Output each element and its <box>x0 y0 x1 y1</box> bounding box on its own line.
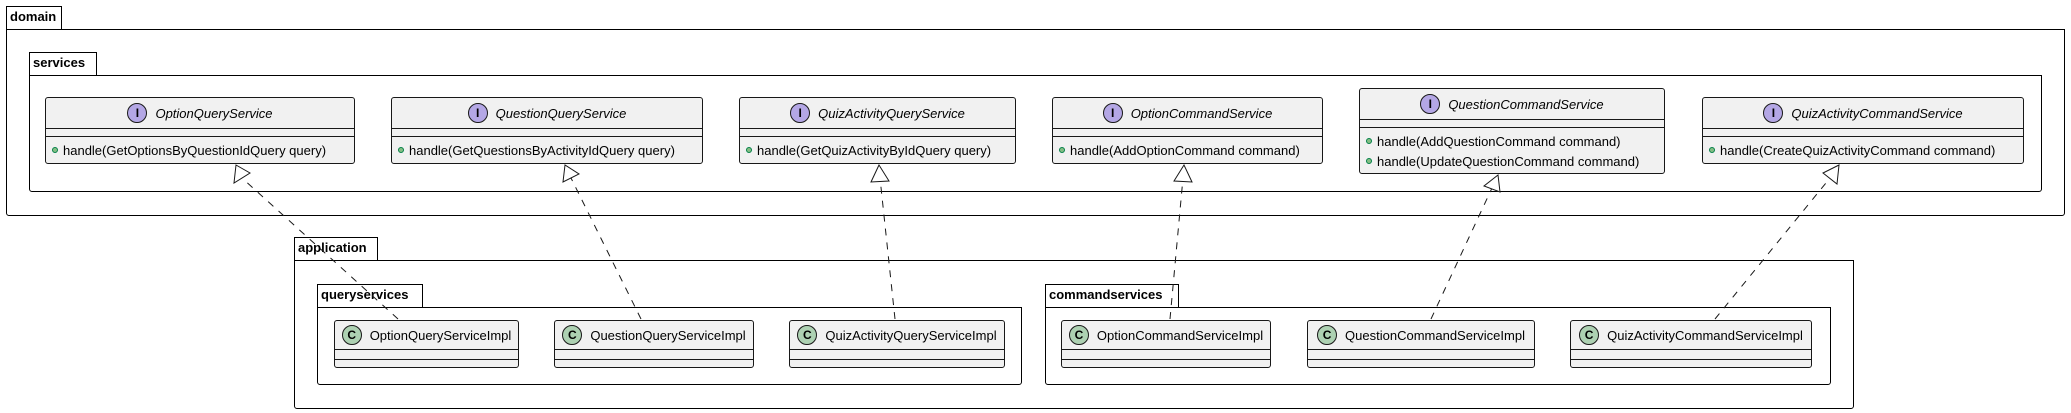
interface-icon: I <box>1102 103 1123 123</box>
fields-section <box>392 129 702 137</box>
method-signature: handle(GetOptionsByQuestionIdQuery query… <box>63 142 327 158</box>
method-row: handle(GetQuizActivityByIdQuery query) <box>746 140 1009 160</box>
method-signature: handle(GetQuizActivityByIdQuery query) <box>757 142 992 158</box>
fields-section <box>1053 129 1322 137</box>
interface-question-query-service[interactable]: I QuestionQueryService handle(GetQuestion… <box>391 97 703 164</box>
class-quiz-activity-command-service-impl[interactable]: C QuizActivityCommandServiceImpl <box>1570 320 1812 368</box>
method-signature: handle(AddQuestionCommand command) <box>1377 133 1621 149</box>
method-row: handle(UpdateQuestionCommand command) <box>1366 151 1658 171</box>
class-icon: C <box>1068 325 1089 345</box>
fields-section <box>1062 350 1270 360</box>
fields-section <box>1703 129 2023 137</box>
interface-name: QuizActivityCommandService <box>1791 105 1963 121</box>
interface-option-command-service[interactable]: I OptionCommandService handle(AddOptionCo… <box>1052 97 1323 164</box>
public-method-icon <box>1059 147 1065 153</box>
interface-quiz-activity-query-service[interactable]: I QuizActivityQueryService handle(GetQuiz… <box>739 97 1016 164</box>
method-row: handle(GetQuestionsByActivityIdQuery que… <box>398 140 696 160</box>
class-name: QuestionCommandServiceImpl <box>1345 327 1525 343</box>
public-method-icon <box>1366 158 1372 164</box>
interface-question-command-service[interactable]: I QuestionCommandService handle(AddQuesti… <box>1359 88 1665 174</box>
interface-name: QuestionQueryService <box>495 105 627 121</box>
interface-quiz-activity-command-service[interactable]: I QuizActivityCommandService handle(Creat… <box>1702 97 2024 164</box>
interface-icon: I <box>467 103 488 123</box>
class-name: QuizActivityCommandServiceImpl <box>1607 327 1803 343</box>
class-icon: C <box>1317 325 1338 345</box>
interface-name: OptionCommandService <box>1130 105 1273 121</box>
package-domain-tab: domain <box>6 6 62 30</box>
class-name: QuestionQueryServiceImpl <box>590 327 746 343</box>
interface-icon: I <box>790 103 811 123</box>
package-services-tab: services <box>29 52 97 76</box>
class-quiz-activity-query-service-impl[interactable]: C QuizActivityQueryServiceImpl <box>789 320 1005 368</box>
public-method-icon <box>52 147 58 153</box>
fields-section <box>46 129 354 137</box>
fields-section <box>740 129 1015 137</box>
method-signature: handle(GetQuestionsByActivityIdQuery que… <box>409 142 675 158</box>
package-queryservices <box>317 307 1022 385</box>
package-application-tab: application <box>294 237 378 261</box>
fields-section <box>555 350 753 360</box>
interface-name: QuizActivityQueryService <box>818 105 965 121</box>
class-option-query-service-impl[interactable]: C OptionQueryServiceImpl <box>334 320 519 368</box>
interface-name: QuestionCommandService <box>1448 96 1604 112</box>
method-row: handle(AddQuestionCommand command) <box>1366 131 1658 151</box>
method-signature: handle(UpdateQuestionCommand command) <box>1377 153 1640 169</box>
class-name: QuizActivityQueryServiceImpl <box>825 327 997 343</box>
interface-icon: I <box>1420 94 1441 114</box>
fields-section <box>1308 350 1534 360</box>
interface-icon: I <box>127 103 148 123</box>
class-name: OptionQueryServiceImpl <box>369 327 512 343</box>
package-domain <box>6 29 2065 216</box>
package-services <box>29 75 2042 192</box>
public-method-icon <box>746 147 752 153</box>
method-row: handle(GetOptionsByQuestionIdQuery query… <box>52 140 348 160</box>
class-icon: C <box>341 325 362 345</box>
package-application <box>294 260 1854 409</box>
interface-icon: I <box>1763 103 1784 123</box>
public-method-icon <box>1709 147 1715 153</box>
fields-section <box>1571 350 1811 360</box>
class-icon: C <box>1579 325 1600 345</box>
class-icon: C <box>562 325 583 345</box>
interface-name: OptionQueryService <box>155 105 273 121</box>
class-name: OptionCommandServiceImpl <box>1096 327 1264 343</box>
public-method-icon <box>1366 138 1372 144</box>
class-icon: C <box>797 325 818 345</box>
method-row: handle(CreateQuizActivityCommand command… <box>1709 140 2017 160</box>
class-question-query-service-impl[interactable]: C QuestionQueryServiceImpl <box>554 320 754 368</box>
method-signature: handle(AddOptionCommand command) <box>1070 142 1300 158</box>
method-signature: handle(CreateQuizActivityCommand command… <box>1720 142 1996 158</box>
class-question-command-service-impl[interactable]: C QuestionCommandServiceImpl <box>1307 320 1535 368</box>
class-option-command-service-impl[interactable]: C OptionCommandServiceImpl <box>1061 320 1271 368</box>
package-commandservices-tab: commandservices <box>1045 284 1179 308</box>
fields-section <box>335 350 518 360</box>
public-method-icon <box>398 147 404 153</box>
fields-section <box>1360 120 1664 128</box>
package-queryservices-tab: queryservices <box>317 284 423 308</box>
fields-section <box>790 350 1004 360</box>
interface-option-query-service[interactable]: I OptionQueryService handle(GetOptionsByQ… <box>45 97 355 164</box>
method-row: handle(AddOptionCommand command) <box>1059 140 1316 160</box>
